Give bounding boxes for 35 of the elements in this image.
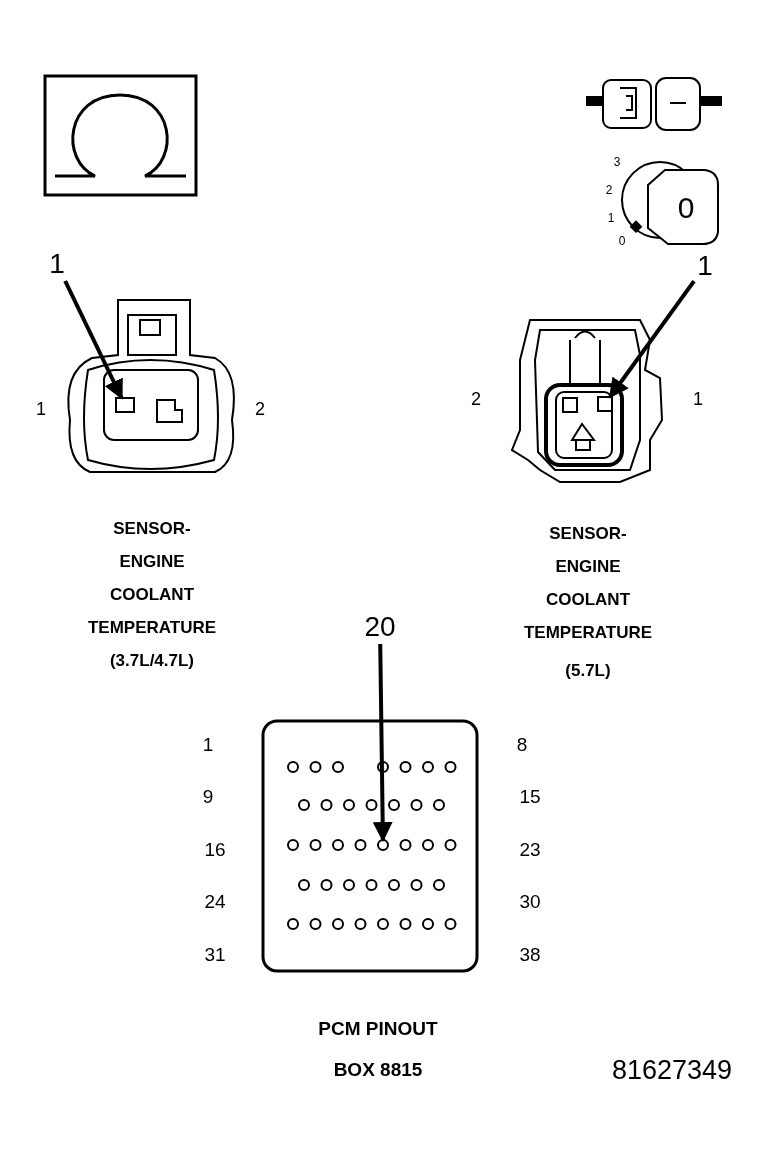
key-position: 0 bbox=[677, 193, 695, 223]
leader-line bbox=[372, 643, 393, 842]
caption: SENSOR- ENGINE COOLANT TEMPERATURE bbox=[522, 523, 654, 644]
pin-number: 1 bbox=[693, 390, 703, 408]
caption: BOX 8815 bbox=[333, 1059, 423, 1079]
pin-terminal bbox=[597, 396, 613, 412]
dial-number: 3 bbox=[613, 156, 621, 168]
pin-hole bbox=[377, 839, 389, 851]
pin-number: 1 bbox=[36, 400, 46, 418]
dial-number: 0 bbox=[618, 235, 626, 247]
pin-number: 38 bbox=[519, 944, 541, 964]
caption: PCM PINOUT bbox=[318, 1018, 438, 1038]
callout-number: 1 bbox=[697, 252, 713, 280]
pin-terminal bbox=[115, 397, 135, 413]
caption: (3.7L/4.7L) bbox=[109, 651, 195, 669]
caption: (5.7L) bbox=[565, 661, 611, 679]
leader-line bbox=[608, 280, 696, 399]
caption: SENSOR- ENGINE COOLANT TEMPERATURE bbox=[86, 518, 218, 639]
pin-number: 15 bbox=[519, 786, 541, 806]
pin-number: 2 bbox=[471, 390, 481, 408]
pin-number: 23 bbox=[519, 839, 541, 859]
pin-number: 2 bbox=[255, 400, 265, 418]
dial-number: 1 bbox=[607, 212, 615, 224]
dial-number: 2 bbox=[605, 184, 613, 196]
pin-number: 16 bbox=[204, 839, 226, 859]
callout-number: 20 bbox=[364, 613, 396, 641]
pin-number: 30 bbox=[519, 891, 541, 911]
part-number: 81627349 bbox=[611, 1056, 733, 1084]
pin-number: 8 bbox=[516, 734, 528, 754]
pin-number: 1 bbox=[202, 734, 214, 754]
pin-number: 31 bbox=[204, 944, 226, 964]
pin-number: 24 bbox=[204, 891, 226, 911]
callout-number: 1 bbox=[49, 250, 65, 278]
pin-number: 9 bbox=[202, 786, 214, 806]
leader-line bbox=[63, 280, 124, 400]
